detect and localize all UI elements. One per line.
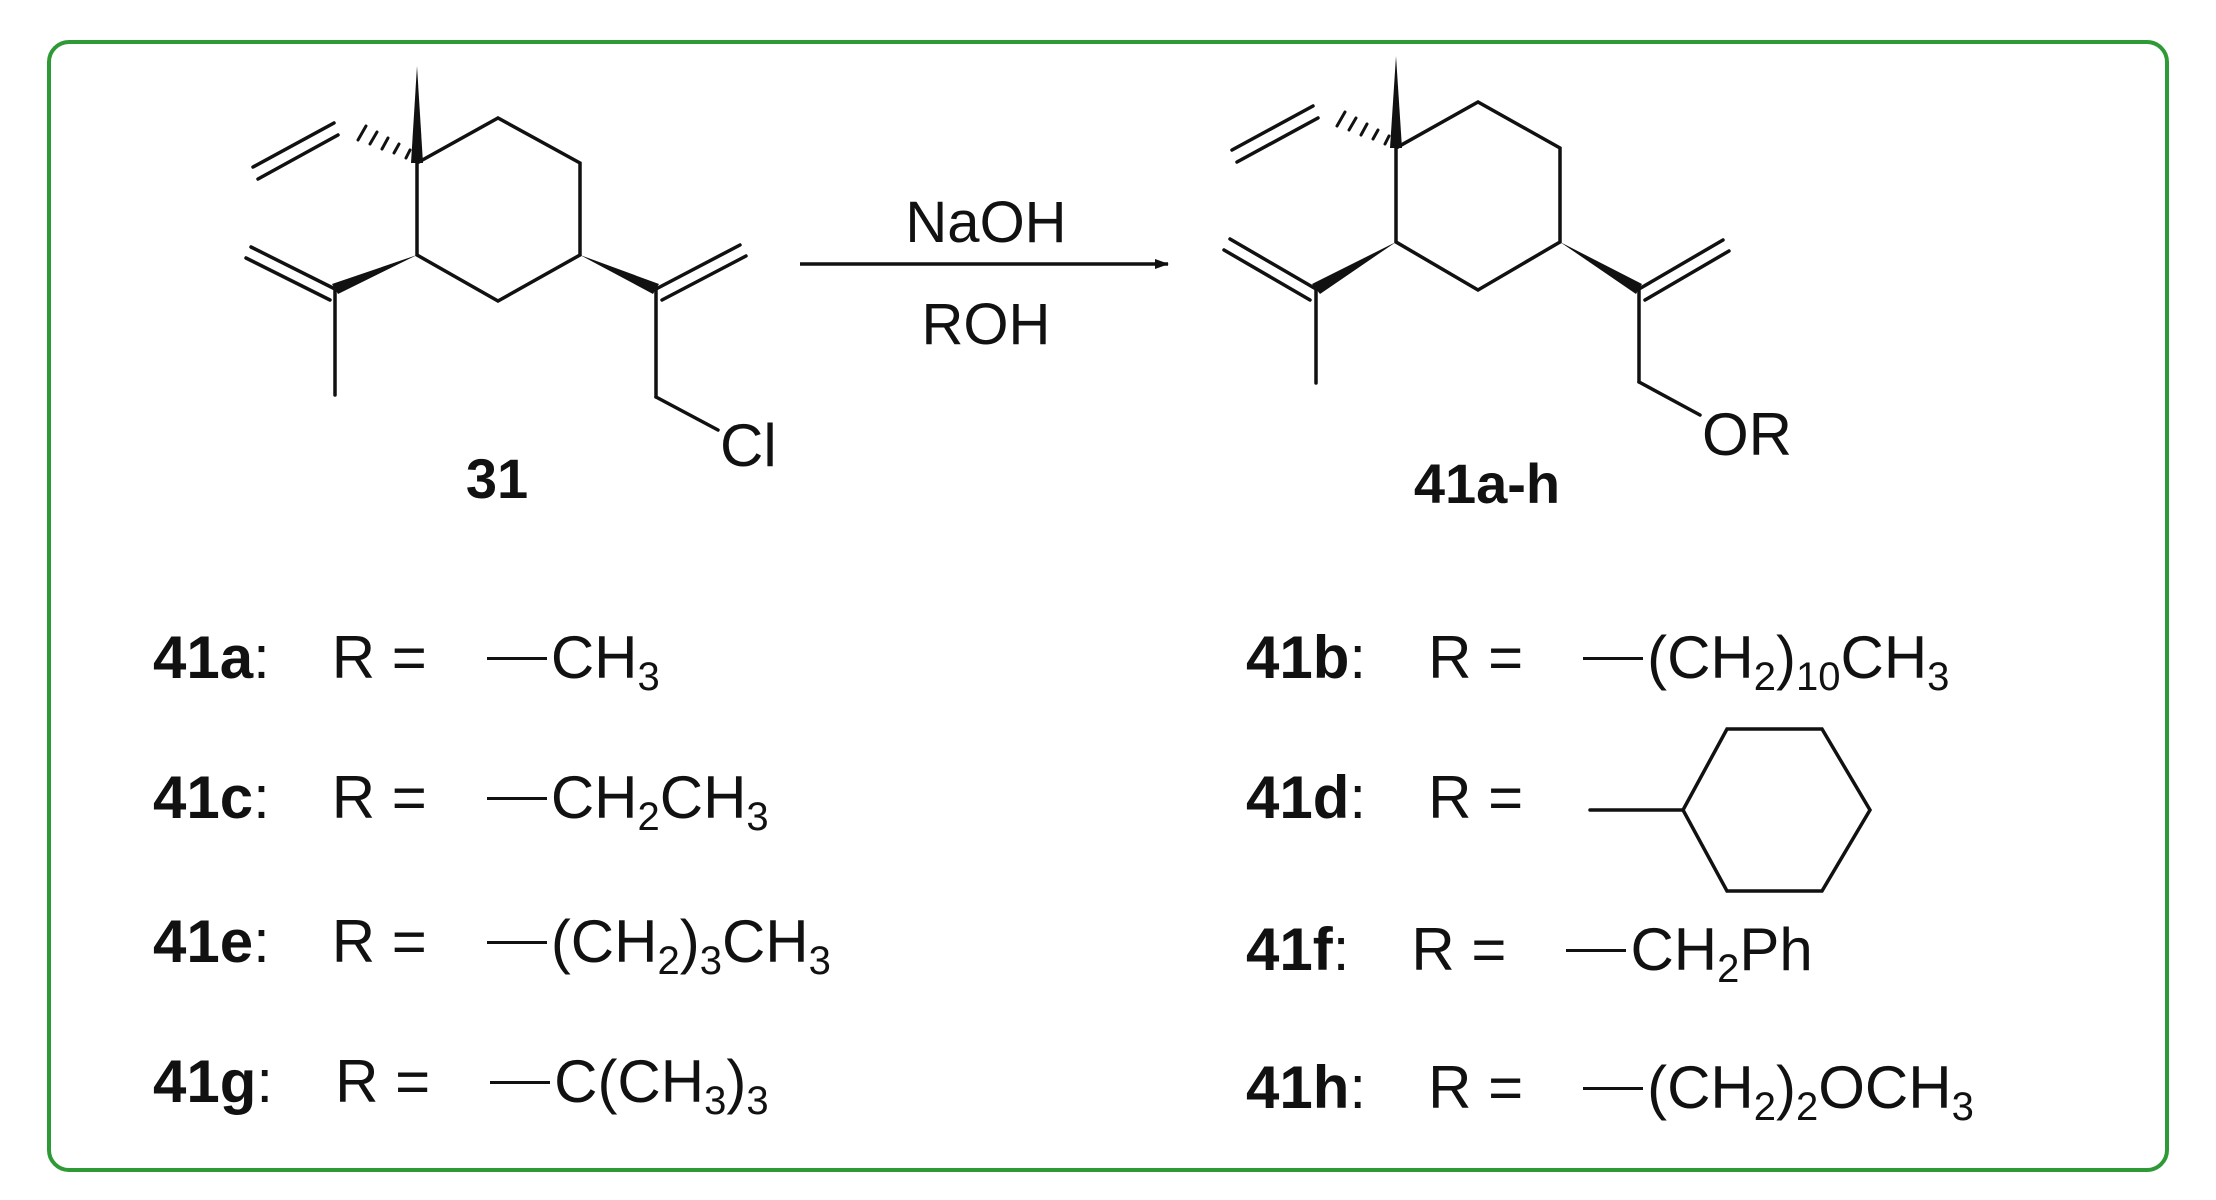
bond-dash <box>1566 949 1627 952</box>
id-separator: : <box>253 624 270 691</box>
id-separator: : <box>1332 916 1350 983</box>
id-separator: : <box>1349 764 1367 831</box>
r-equals: R = <box>331 764 427 831</box>
substituent-formula: C(CH3)3 <box>554 1048 768 1122</box>
scheme-frame <box>47 40 2169 1172</box>
structure-41 <box>1222 56 1731 417</box>
compound-id: 41b <box>1246 624 1350 691</box>
r-equals: R = <box>1411 916 1507 983</box>
r-equals: R = <box>335 1048 431 1115</box>
formula-subscript: 10 <box>1795 655 1841 699</box>
chlorine-label: Cl <box>720 412 777 479</box>
allyl-wedge <box>1560 242 1642 294</box>
structure-31 <box>244 66 748 432</box>
reagent-alcohol: ROH <box>922 292 1051 357</box>
formula-subscript: 2 <box>1753 1085 1776 1129</box>
substituent-row-41b: 41b: R = (CH2)10CH3 <box>1246 624 1949 698</box>
formula-subscript: 3 <box>704 1079 727 1123</box>
substituent-formula: (CH2)10CH3 <box>1647 624 1949 698</box>
formula-text: CH <box>550 764 638 831</box>
formula-subscript: 3 <box>699 939 722 983</box>
formula-subscript: 3 <box>637 655 660 699</box>
compound-id: 41h <box>1246 1054 1350 1121</box>
substituent-formula: CH2Ph <box>1630 916 1813 990</box>
bond-dash <box>1583 657 1644 660</box>
isopropenyl-wedge <box>332 255 417 294</box>
isopropenyl-wedge <box>1312 242 1396 294</box>
formula-text: (CH <box>1647 1054 1754 1121</box>
formula-text: ) <box>1776 624 1796 691</box>
r-equals: R = <box>1428 1054 1524 1121</box>
r-equals: R = <box>331 624 427 691</box>
formula-text: Ph <box>1739 916 1813 983</box>
r-equals: R = <box>331 908 427 975</box>
ether-group-label: OR <box>1702 401 1792 468</box>
formula-subscript: 3 <box>808 939 831 983</box>
compound-id: 41g <box>153 1048 257 1115</box>
formula-subscript: 3 <box>746 795 769 839</box>
r-equals: R = <box>1428 624 1524 691</box>
allyl-wedge <box>580 255 659 294</box>
id-separator: : <box>253 764 270 831</box>
id-separator: : <box>1349 624 1367 691</box>
formula-subscript: 2 <box>637 795 660 839</box>
substituent-row-41e: 41e:R =(CH2)3CH3 <box>153 908 831 982</box>
compound-31-label: 31 <box>466 447 528 510</box>
id-separator: : <box>256 1048 274 1115</box>
id-separator: : <box>253 908 270 975</box>
formula-subscript: 3 <box>1927 655 1950 699</box>
formula-text: ) <box>679 908 700 975</box>
bond-dash <box>1583 1087 1644 1090</box>
substituent-row-41h: 41h:R =(CH2)2OCH3 <box>1246 1054 1974 1128</box>
formula-subscript: 2 <box>1753 655 1776 699</box>
compound-id: 41a <box>153 624 254 691</box>
methyl-wedge <box>1390 56 1402 148</box>
bond-dash <box>486 657 547 660</box>
compound-id: 41d <box>1246 764 1350 831</box>
vinyl-hash-bond <box>356 124 412 160</box>
reagent-base: NaOH <box>905 190 1066 255</box>
r-equals: R = <box>1428 764 1524 831</box>
substituent-formula: CH2CH3 <box>550 764 769 838</box>
formula-text: ) <box>726 1048 747 1115</box>
formula-text: CH <box>1630 916 1718 983</box>
substituent-formula: (CH2)3CH3 <box>550 908 831 982</box>
formula-text: (CH <box>550 908 658 975</box>
formula-text: ) <box>1776 1054 1796 1121</box>
formula-text: C(CH <box>554 1048 705 1115</box>
bond-dash <box>486 797 547 800</box>
formula-text: CH <box>721 908 809 975</box>
formula-text: CH <box>659 764 747 831</box>
formula-subscript: 3 <box>1951 1085 1974 1129</box>
vinyl-hash-bond <box>1335 110 1391 146</box>
compound-id: 41e <box>153 908 254 975</box>
cyclohexyl-structure <box>1588 727 1873 893</box>
formula-subscript: 2 <box>1795 1085 1819 1129</box>
substituent-row-41d: 41d:R = <box>1246 768 1583 828</box>
substituent-row-41c: 41c:R =CH2CH3 <box>153 764 769 838</box>
substituent-formula: CH3 <box>550 624 660 698</box>
substituent-row-41g: 41g:R =C(CH3)3 <box>153 1048 769 1122</box>
bond-dash <box>486 941 547 944</box>
substituent-formula: (CH2)2OCH3 <box>1647 1054 1974 1128</box>
ring-bonds <box>1394 99 1562 293</box>
formula-subscript: 2 <box>1717 947 1740 991</box>
compound-id: 41c <box>153 764 254 831</box>
formula-text: CH <box>1840 624 1928 691</box>
formula-subscript: 2 <box>657 939 680 983</box>
compound-41-label: 41a-h <box>1414 452 1560 515</box>
formula-subscript: 3 <box>746 1079 769 1123</box>
substituent-row-41f: 41f: R = CH2Ph <box>1246 916 1813 990</box>
compound-id: 41f <box>1246 916 1333 983</box>
substituent-row-41a: 41a: R = CH3 <box>153 624 660 698</box>
id-separator: : <box>1349 1054 1367 1121</box>
bond-dash <box>490 1081 551 1084</box>
methyl-wedge <box>411 66 423 163</box>
formula-text: CH <box>550 624 638 691</box>
formula-text: (CH <box>1647 624 1754 691</box>
formula-text: OCH <box>1818 1054 1952 1121</box>
ring-bonds <box>415 116 582 304</box>
